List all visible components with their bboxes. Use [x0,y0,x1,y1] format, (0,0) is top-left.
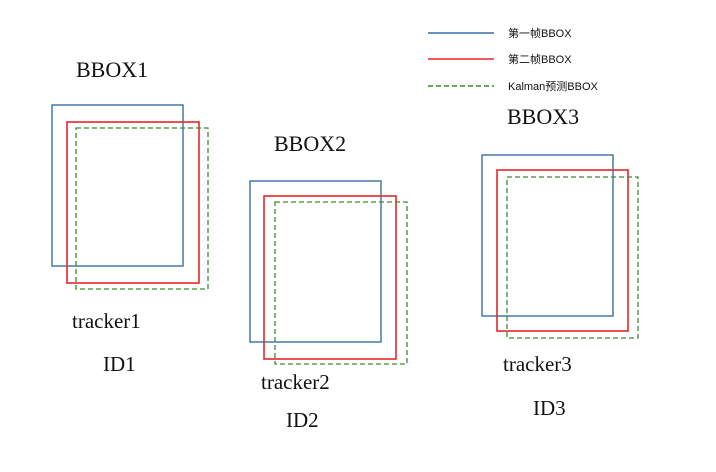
kalman-bbox-1 [75,127,209,290]
frame2-bbox-1 [66,121,200,284]
id-label-2: ID2 [286,408,319,432]
legend-frame2-label: 第二帧BBOX [508,52,572,66]
frame1-bbox-3 [481,154,614,317]
bbox-label-1: BBOX1 [76,57,148,82]
kalman-bbox-3 [506,176,639,339]
tracker-label-2: tracker2 [261,370,330,394]
tracker-label-3: tracker3 [503,352,572,376]
tracker-group-3: BBOX3 tracker3 ID3 [481,104,639,420]
frame2-bbox-2 [263,195,397,360]
legend-kalman-label: Kalman预测BBOX [508,80,599,93]
frame2-bbox-3 [496,169,629,332]
legend-frame1-label: 第一帧BBOX [508,26,572,40]
frame1-bbox-1 [51,104,184,267]
id-label-1: ID1 [103,352,136,376]
tracker-label-1: tracker1 [72,309,141,333]
bbox-label-2: BBOX2 [274,131,346,156]
frame1-bbox-2 [249,180,382,343]
tracker-group-1: BBOX1 tracker1 ID1 [51,57,209,376]
tracker-group-2: BBOX2 tracker2 ID2 [249,131,408,432]
kalman-bbox-2 [274,201,408,365]
bbox-label-3: BBOX3 [507,104,579,129]
id-label-3: ID3 [533,396,566,420]
legend: 第一帧BBOX 第二帧BBOX Kalman预测BBOX [428,26,599,93]
